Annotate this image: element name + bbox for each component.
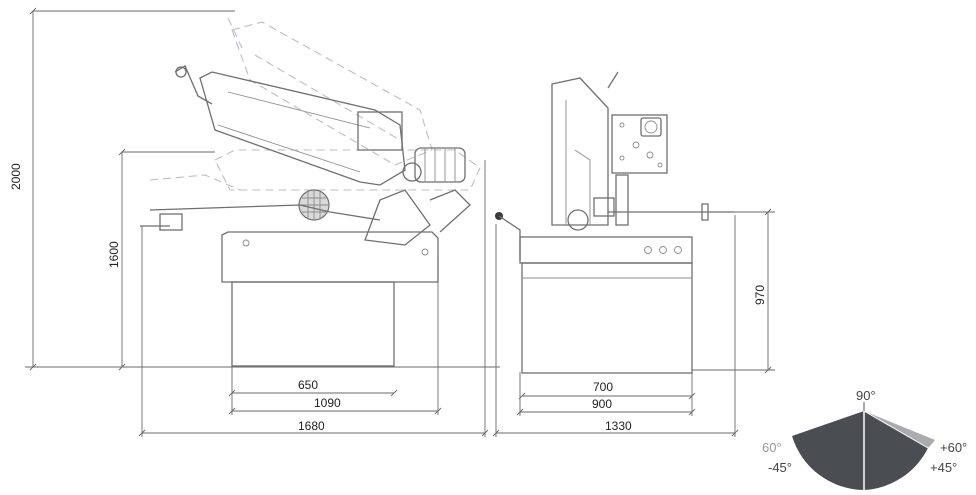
dim-label-2000: 2000 bbox=[9, 163, 23, 190]
dimension-1680: 1680 bbox=[138, 160, 489, 437]
motor bbox=[402, 147, 466, 183]
dimension-1090: 1090 bbox=[228, 260, 442, 415]
front-view: 970 700 900 1330 bbox=[492, 71, 775, 437]
dimension-1600: 1600 bbox=[107, 148, 215, 371]
angle-label-right-60: +60° bbox=[940, 440, 967, 455]
front-column bbox=[551, 71, 735, 231]
dim-label-700: 700 bbox=[593, 380, 613, 394]
sector-right-light bbox=[864, 411, 935, 448]
dim-label-1680: 1680 bbox=[298, 419, 325, 433]
side-view: 2000 1600 650 1090 1680 bbox=[9, 7, 500, 437]
angle-label-right-45: +45° bbox=[930, 460, 957, 475]
cutting-arm bbox=[174, 65, 406, 186]
dim-label-1330: 1330 bbox=[605, 419, 632, 433]
vice bbox=[140, 189, 471, 246]
dim-label-1090: 1090 bbox=[314, 396, 341, 410]
dimension-650: 650 bbox=[228, 378, 398, 397]
dimension-900: 900 bbox=[516, 372, 696, 416]
dimension-2000: 2000 bbox=[9, 7, 235, 371]
angle-label-left-45: -45° bbox=[768, 460, 792, 475]
sector-right-dark bbox=[864, 411, 928, 490]
dim-label-650: 650 bbox=[298, 378, 318, 392]
side-base bbox=[221, 231, 439, 367]
dim-label-1600: 1600 bbox=[107, 241, 121, 268]
dim-label-970: 970 bbox=[753, 285, 767, 305]
dim-label-900: 900 bbox=[592, 397, 612, 411]
angle-label-90: 90° bbox=[856, 388, 876, 403]
angle-range-diagram: 90° 60° -45° +60° +45° bbox=[762, 388, 967, 490]
front-base bbox=[519, 236, 693, 374]
dimension-970: 970 bbox=[692, 208, 775, 374]
dimension-1330: 1330 bbox=[492, 215, 739, 437]
angle-label-left-60: 60° bbox=[762, 440, 782, 455]
sector-left bbox=[792, 411, 864, 490]
front-handle bbox=[495, 212, 521, 260]
raised-arm-ghost bbox=[149, 17, 481, 191]
